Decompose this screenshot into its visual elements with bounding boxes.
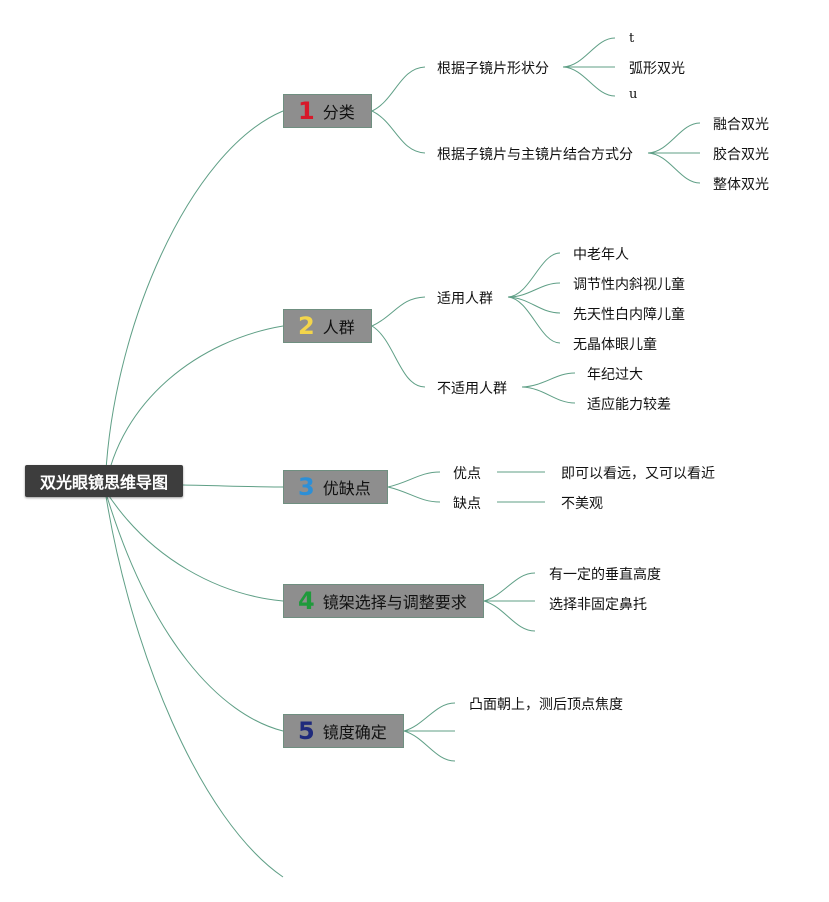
leaf-nose-pad[interactable]: 选择非固定鼻托 <box>549 597 647 613</box>
branch-number-1: 1 <box>298 97 315 125</box>
leaf-unsuitable-1[interactable]: 年纪过大 <box>587 367 643 383</box>
leaf-suitable-4[interactable]: 无晶体眼儿童 <box>573 337 657 353</box>
branch-number-5: 5 <box>298 717 315 745</box>
root-label: 双光眼镜思维导图 <box>39 473 168 492</box>
leaf-cemented-bifocal[interactable]: 胶合双光 <box>713 147 769 163</box>
leaf-suitable-1[interactable]: 中老年人 <box>573 247 629 263</box>
branch-node-classification[interactable]: 1 分类 <box>283 94 372 128</box>
branch-number-2: 2 <box>298 312 315 340</box>
branch-number-3: 3 <box>298 473 315 501</box>
branch-label-3: 优缺点 <box>322 479 371 498</box>
leaf-one-piece-bifocal[interactable]: 整体双光 <box>713 177 769 193</box>
subnode-by-combination[interactable]: 根据子镜片与主镜片结合方式分 <box>437 147 633 163</box>
subnode-by-lens-shape[interactable]: 根据子镜片形状分 <box>437 61 549 77</box>
leaf-shape-arc[interactable]: 弧形双光 <box>629 61 685 77</box>
leaf-shape-u[interactable]: u <box>629 87 638 102</box>
branch-node-pros-cons[interactable]: 3 优缺点 <box>283 470 388 504</box>
leaf-suitable-2[interactable]: 调节性内斜视儿童 <box>573 277 685 293</box>
leaf-back-vertex-power[interactable]: 凸面朝上，测后顶点焦度 <box>469 697 623 713</box>
leaf-cons-value[interactable]: 不美观 <box>561 496 603 512</box>
leaf-pros-value[interactable]: 即可以看远，又可以看近 <box>561 466 715 482</box>
branch-node-frame-selection[interactable]: 4 镜架选择与调整要求 <box>283 584 484 618</box>
subnode-pros[interactable]: 优点 <box>453 466 481 482</box>
branch-label-5: 镜度确定 <box>322 723 387 742</box>
branch-label-2: 人群 <box>322 318 355 337</box>
subnode-cons[interactable]: 缺点 <box>453 496 481 512</box>
subnode-suitable-population[interactable]: 适用人群 <box>437 291 493 307</box>
branch-label-4: 镜架选择与调整要求 <box>322 593 467 612</box>
root-node[interactable]: 双光眼镜思维导图 <box>25 465 183 497</box>
branch-label-1: 分类 <box>322 103 355 122</box>
leaf-shape-t[interactable]: t <box>629 31 635 46</box>
leaf-fused-bifocal[interactable]: 融合双光 <box>713 117 769 133</box>
branch-node-power-determination[interactable]: 5 镜度确定 <box>283 714 404 748</box>
subnode-unsuitable-population[interactable]: 不适用人群 <box>437 381 507 397</box>
leaf-suitable-3[interactable]: 先天性白内障儿童 <box>573 307 685 323</box>
leaf-unsuitable-2[interactable]: 适应能力较差 <box>587 397 671 413</box>
branch-node-population[interactable]: 2 人群 <box>283 309 372 343</box>
leaf-frame-height[interactable]: 有一定的垂直高度 <box>549 567 661 583</box>
branch-number-4: 4 <box>298 587 315 615</box>
